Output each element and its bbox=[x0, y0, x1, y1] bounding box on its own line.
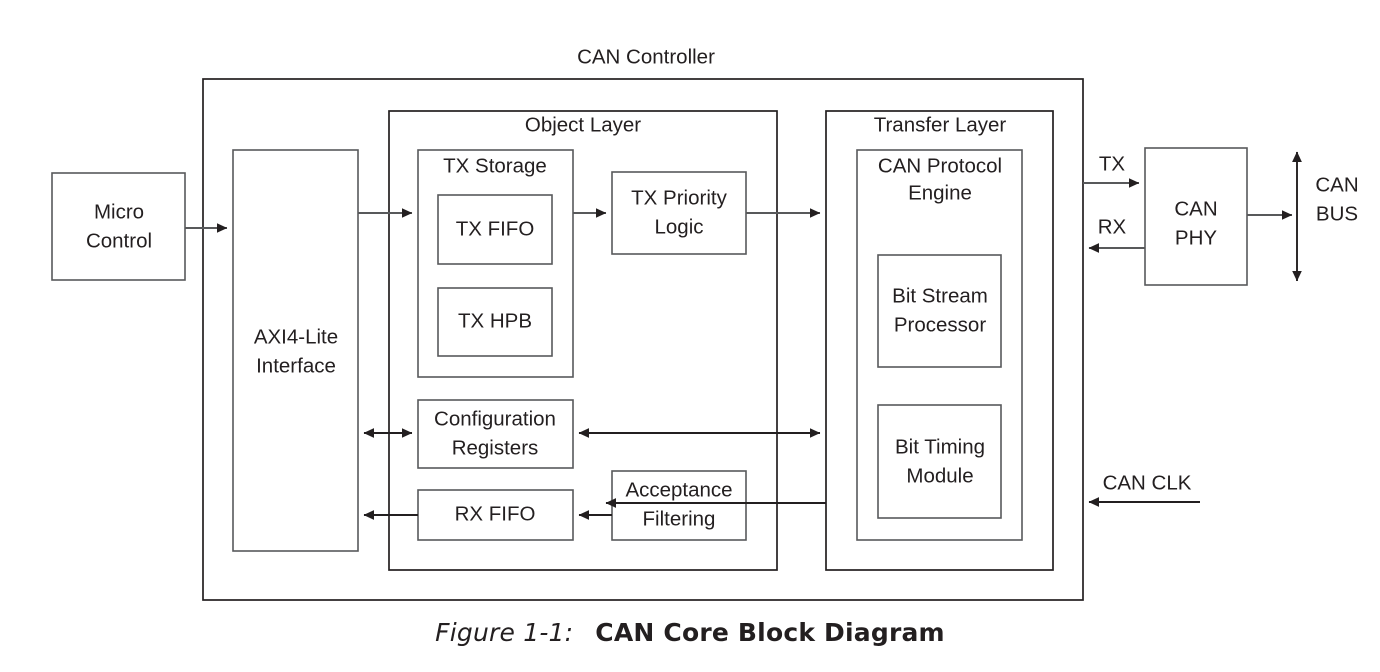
transfer-layer-label: Transfer Layer bbox=[874, 113, 1007, 136]
bit-stream-processor-label-line2: Processor bbox=[894, 313, 986, 336]
can-phy-label-line2: PHY bbox=[1175, 226, 1217, 249]
acceptance-filtering-label-line1: Acceptance bbox=[625, 478, 732, 501]
figure-title: CAN Core Block Diagram bbox=[595, 618, 945, 647]
can-controller-container bbox=[202, 78, 1084, 601]
tx-fifo-label: TX FIFO bbox=[456, 217, 535, 240]
axi4-lite-interface-label-line2: Interface bbox=[256, 354, 336, 377]
rx-fifo-label: RX FIFO bbox=[455, 502, 536, 525]
bit-timing-module-label-line2: Module bbox=[906, 464, 973, 487]
can-phy-block[interactable] bbox=[1144, 147, 1248, 286]
can-bus-label-line2: BUS bbox=[1316, 202, 1358, 225]
figure-caption: Figure 1-1: CAN Core Block Diagram bbox=[0, 618, 1380, 647]
tx-hpb-label: TX HPB bbox=[458, 309, 532, 332]
object-layer-container bbox=[388, 110, 778, 571]
tx-priority-logic-label-line1: TX Priority bbox=[631, 186, 727, 209]
tx-signal-label: TX bbox=[1099, 152, 1126, 175]
configuration-registers-label-line1: Configuration bbox=[434, 407, 556, 430]
bit-timing-module-label-line1: Bit Timing bbox=[895, 435, 985, 458]
micro-control-label-line2: Control bbox=[86, 229, 152, 252]
tx-storage-label: TX Storage bbox=[443, 154, 547, 177]
can-clk-label: CAN CLK bbox=[1103, 471, 1192, 494]
tx-fifo-block[interactable] bbox=[437, 194, 553, 265]
tx-priority-logic-block[interactable] bbox=[611, 171, 747, 255]
configuration-registers-label-line2: Registers bbox=[452, 436, 539, 459]
micro-control-label-line1: Micro bbox=[94, 200, 144, 223]
figure-number: Figure 1-1: bbox=[435, 618, 574, 647]
transfer-layer-container bbox=[825, 110, 1054, 571]
object-layer-label: Object Layer bbox=[525, 113, 641, 136]
acceptance-filtering-label-line2: Filtering bbox=[643, 507, 716, 530]
tx-priority-logic-label-line2: Logic bbox=[654, 215, 703, 238]
micro-control-block[interactable] bbox=[51, 172, 186, 281]
bit-stream-processor-block[interactable] bbox=[877, 254, 1002, 368]
can-protocol-engine-label-line2: Engine bbox=[908, 181, 972, 204]
bit-timing-module-block[interactable] bbox=[877, 404, 1002, 519]
rx-signal-label: RX bbox=[1098, 215, 1127, 238]
axi4-lite-interface-block[interactable] bbox=[232, 149, 359, 552]
can-bus-label-line1: CAN bbox=[1315, 173, 1358, 196]
can-controller-title: CAN Controller bbox=[577, 45, 715, 68]
tx-hpb-block[interactable] bbox=[437, 287, 553, 357]
bit-stream-processor-label-line1: Bit Stream bbox=[892, 284, 988, 307]
configuration-registers-block[interactable] bbox=[417, 399, 574, 469]
can-phy-label-line1: CAN bbox=[1174, 197, 1217, 220]
axi4-lite-interface-label-line1: AXI4-Lite bbox=[254, 325, 338, 348]
can-protocol-engine-label-line1: CAN Protocol bbox=[878, 154, 1002, 177]
